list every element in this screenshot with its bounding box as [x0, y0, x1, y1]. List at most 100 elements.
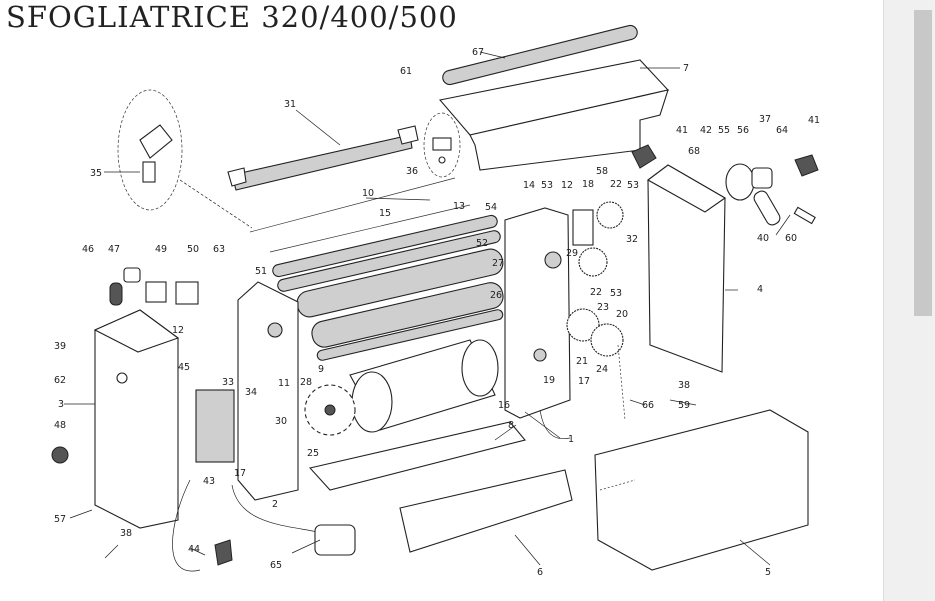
- label-33: 33: [222, 377, 234, 388]
- label-53b: 53: [627, 180, 639, 191]
- cables: [172, 479, 356, 572]
- label-51: 51: [255, 266, 267, 277]
- label-56: 56: [737, 125, 749, 136]
- label-18: 18: [582, 179, 594, 190]
- label-23: 23: [597, 302, 609, 313]
- label-43: 43: [203, 476, 215, 487]
- label-60: 60: [785, 233, 797, 244]
- label-19: 19: [543, 375, 555, 386]
- label-9: 9: [318, 364, 324, 375]
- label-50: 50: [187, 244, 199, 255]
- label-46: 46: [82, 244, 94, 255]
- exploded-parts-diagram: 1 2 3 4 5 6 7 8 9 10 11 12 12 13 14 15 1…: [51, 24, 820, 578]
- label-4: 4: [757, 284, 763, 295]
- label-14: 14: [523, 180, 535, 191]
- label-41b: 41: [808, 115, 820, 126]
- label-24: 24: [596, 364, 608, 375]
- label-66: 66: [642, 400, 654, 411]
- label-8: 8: [508, 420, 514, 431]
- label-3: 3: [58, 399, 64, 410]
- label-39: 39: [54, 341, 66, 352]
- label-22: 22: [610, 179, 622, 190]
- label-47: 47: [108, 244, 120, 255]
- leader-lines: [64, 51, 791, 566]
- label-30: 30: [275, 416, 287, 427]
- label-38b: 38: [120, 528, 132, 539]
- detail-36: [423, 112, 461, 178]
- label-29: 29: [566, 248, 578, 259]
- label-53c: 53: [610, 288, 622, 299]
- label-45: 45: [178, 362, 190, 373]
- motor-16: [349, 339, 499, 433]
- cover-5: [594, 409, 809, 571]
- gears: [566, 201, 626, 421]
- label-15: 15: [379, 208, 391, 219]
- label-59: 59: [678, 400, 690, 411]
- label-25: 25: [307, 448, 319, 459]
- label-54: 54: [485, 202, 497, 213]
- tray-8: [308, 421, 526, 491]
- label-12b: 12: [561, 180, 573, 191]
- detail-35: [117, 89, 253, 229]
- side-plate-1: [504, 207, 571, 440]
- scrollbar-thumb[interactable]: [914, 10, 932, 316]
- label-5: 5: [765, 567, 771, 578]
- label-20: 20: [616, 309, 628, 320]
- chevron-up-icon[interactable]: ⌃: [897, 0, 908, 9]
- label-58: 58: [596, 166, 608, 177]
- part-labels: 1 2 3 4 5 6 7 8 9 10 11 12 12 13 14 15 1…: [54, 47, 820, 578]
- cover-7: [438, 59, 670, 171]
- label-48: 48: [54, 420, 66, 431]
- label-42: 42: [700, 125, 712, 136]
- label-22b: 22: [590, 287, 602, 298]
- label-11: 11: [278, 378, 290, 389]
- label-52: 52: [476, 238, 488, 249]
- label-32: 32: [626, 234, 638, 245]
- fan-25: [304, 384, 356, 436]
- cover-6: [399, 469, 573, 553]
- label-63: 63: [213, 244, 225, 255]
- label-13: 13: [453, 201, 465, 212]
- switches: [109, 267, 199, 306]
- side-plate-2: [237, 281, 299, 501]
- label-31: 31: [284, 99, 296, 110]
- label-1: 1: [568, 434, 574, 445]
- label-34: 34: [245, 387, 257, 398]
- label-17b: 17: [234, 468, 246, 479]
- label-68: 68: [688, 146, 700, 157]
- label-36: 36: [406, 166, 418, 177]
- label-41: 41: [676, 125, 688, 136]
- label-26: 26: [490, 290, 502, 301]
- page-title: SFOGLIATRICE 320/400/500: [6, 0, 458, 34]
- label-6: 6: [537, 567, 543, 578]
- label-55: 55: [718, 125, 730, 136]
- label-44: 44: [188, 544, 200, 555]
- label-28: 28: [300, 377, 312, 388]
- label-12: 12: [172, 325, 184, 336]
- label-35: 35: [90, 168, 102, 179]
- side-cover-4: [646, 164, 727, 373]
- rollers: [272, 214, 504, 361]
- knob-assembly: [631, 144, 819, 226]
- label-37: 37: [759, 114, 771, 125]
- label-61: 61: [400, 66, 412, 77]
- electrical-column-3: [51, 309, 180, 529]
- label-10: 10: [362, 188, 374, 199]
- label-67: 67: [472, 47, 484, 58]
- electric-panel-43: [195, 389, 235, 463]
- label-16: 16: [498, 400, 510, 411]
- roller-67: [442, 24, 638, 86]
- label-2: 2: [272, 499, 278, 510]
- label-65: 65: [270, 560, 282, 571]
- label-57: 57: [54, 514, 66, 525]
- label-27: 27: [492, 258, 504, 269]
- label-64: 64: [776, 125, 788, 136]
- label-21: 21: [576, 356, 588, 367]
- label-62: 62: [54, 375, 66, 386]
- label-38: 38: [678, 380, 690, 391]
- scraper-31: [227, 125, 419, 191]
- label-49: 49: [155, 244, 167, 255]
- label-7: 7: [683, 63, 689, 74]
- label-40: 40: [757, 233, 769, 244]
- label-53: 53: [541, 180, 553, 191]
